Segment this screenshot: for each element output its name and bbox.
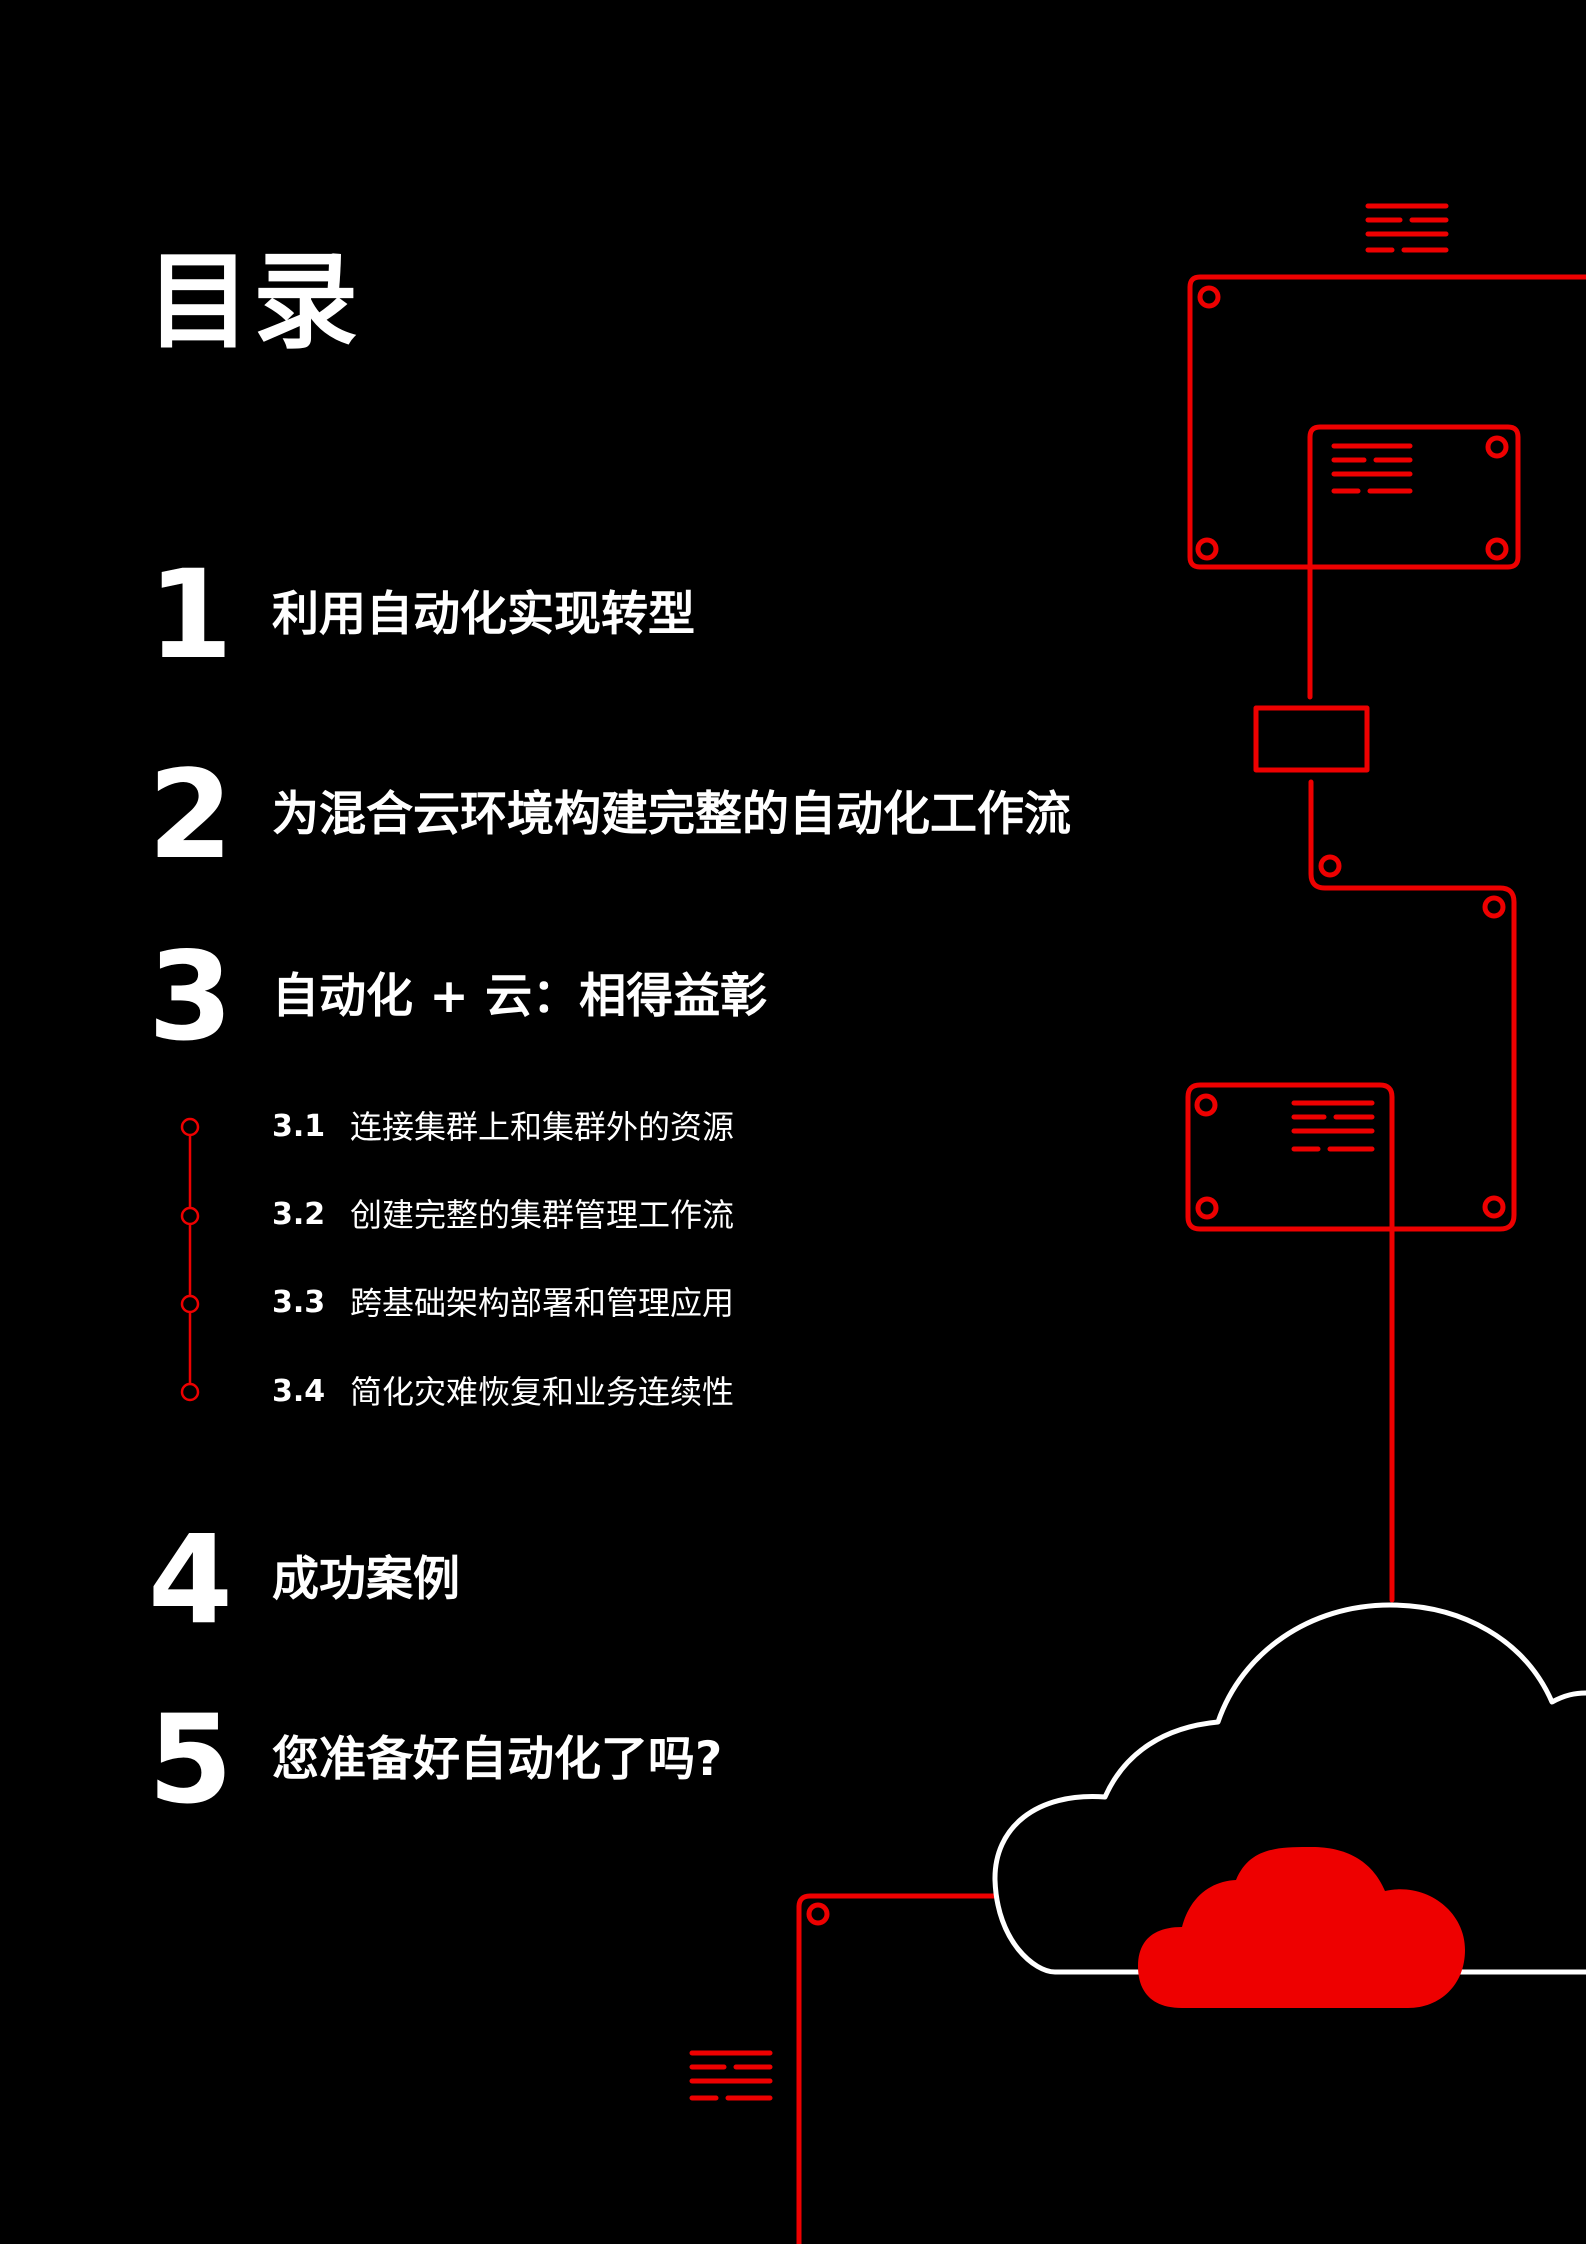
- section-number: 2: [148, 744, 233, 886]
- subsection-timeline: [180, 1117, 200, 1402]
- subsection-number: 3.2: [272, 1197, 326, 1232]
- section-title: 利用自动化实现转型: [272, 587, 695, 642]
- subsection-number: 3.4: [272, 1374, 326, 1409]
- section-title: 自动化 + 云：相得益彰: [272, 969, 768, 1024]
- subsection-title: 连接集群上和集群外的资源: [350, 1108, 735, 1146]
- circuit-board-3: [796, 1893, 998, 2244]
- section-number: 3: [148, 926, 233, 1068]
- cloud-icon: [1138, 1846, 1465, 2008]
- cloud-outline: [992, 1602, 1586, 1975]
- section-title: 成功案例: [272, 1552, 460, 1607]
- hatch-icon-bottom: [689, 2050, 773, 2101]
- hatch-icon-top: [1365, 203, 1449, 253]
- connector-box: [1253, 705, 1370, 773]
- section-number: 4: [148, 1509, 233, 1651]
- section-number: 1: [148, 544, 233, 686]
- subsection-title: 创建完整的集群管理工作流: [350, 1196, 735, 1234]
- section-title: 为混合云环境构建完整的自动化工作流: [272, 787, 1071, 842]
- subsection-number: 3.1: [272, 1109, 326, 1144]
- section-title: 您准备好自动化了吗?: [272, 1732, 723, 1787]
- circuit-board-1: [1187, 274, 1586, 700]
- circuit-board-2: [1185, 1082, 1395, 1603]
- subsection-title: 简化灾难恢复和业务连续性: [350, 1373, 735, 1411]
- section-number: 5: [148, 1689, 233, 1831]
- hatch-icon-board2: [1291, 1100, 1375, 1152]
- hatch-icon-board: [1331, 443, 1413, 494]
- page-title: 目录: [146, 241, 361, 363]
- subsection-title: 跨基础架构部署和管理应用: [350, 1284, 735, 1322]
- subsection-number: 3.3: [272, 1285, 326, 1320]
